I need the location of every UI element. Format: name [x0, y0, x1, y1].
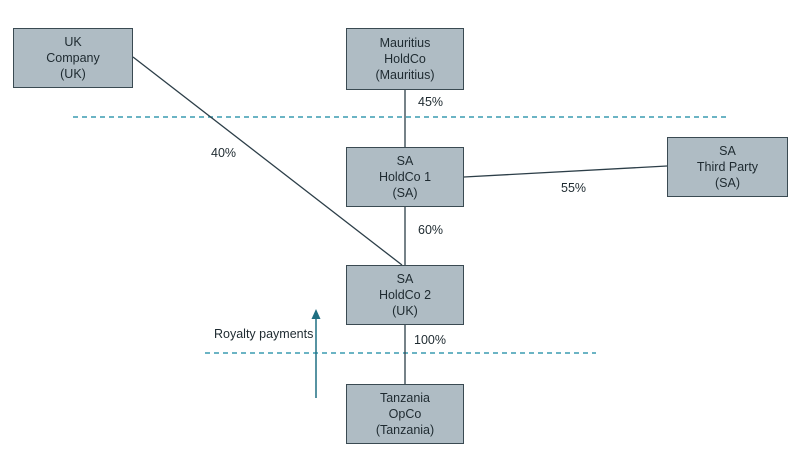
- line-third-party-to-sa-holdco-1: [463, 165, 668, 178]
- line-uk-company-to-sa-holdco-2: [132, 56, 403, 266]
- entity-line: SA: [396, 154, 414, 168]
- entity-line: (UK): [392, 304, 418, 318]
- royalty-arrow-icon: [311, 309, 321, 398]
- entity-line: (SA): [392, 186, 418, 200]
- entity-tanzania-opco: Tanzania OpCo (Tanzania): [346, 384, 464, 444]
- entity-line: OpCo: [388, 407, 422, 421]
- entity-line: SA: [719, 144, 736, 158]
- entity-line: (UK): [60, 67, 86, 81]
- entity-sa-third-party: SA Third Party (SA): [667, 137, 788, 197]
- entity-line: Third Party: [696, 160, 759, 174]
- ownership-label-100: 100%: [414, 333, 446, 347]
- entity-line: HoldCo: [384, 52, 426, 66]
- ownership-label-60: 60%: [418, 223, 444, 237]
- entity-sa-holdco-2: SA HoldCo 2 (UK): [346, 265, 464, 325]
- entity-line: Mauritius: [379, 36, 431, 50]
- ownership-label-40: 40%: [211, 146, 237, 160]
- entity-line: (SA): [715, 176, 740, 190]
- entity-line: HoldCo 1: [378, 170, 432, 184]
- entity-line: SA: [396, 272, 414, 286]
- entity-line: (Tanzania): [375, 423, 435, 437]
- entity-line: HoldCo 2: [378, 288, 432, 302]
- entity-line: Tanzania: [379, 391, 431, 405]
- entity-line: UK: [64, 35, 82, 49]
- entity-sa-holdco-1: SA HoldCo 1 (SA): [346, 147, 464, 207]
- royalty-payments-label: Royalty payments: [214, 327, 314, 341]
- ownership-label-55: 55%: [561, 181, 587, 195]
- entity-line: Company: [46, 51, 100, 65]
- ownership-label-45: 45%: [418, 95, 444, 109]
- entity-mauritius-holdco: Mauritius HoldCo (Mauritius): [346, 28, 464, 90]
- entity-uk-company: UK Company (UK): [13, 28, 133, 88]
- entity-line: (Mauritius): [375, 68, 435, 82]
